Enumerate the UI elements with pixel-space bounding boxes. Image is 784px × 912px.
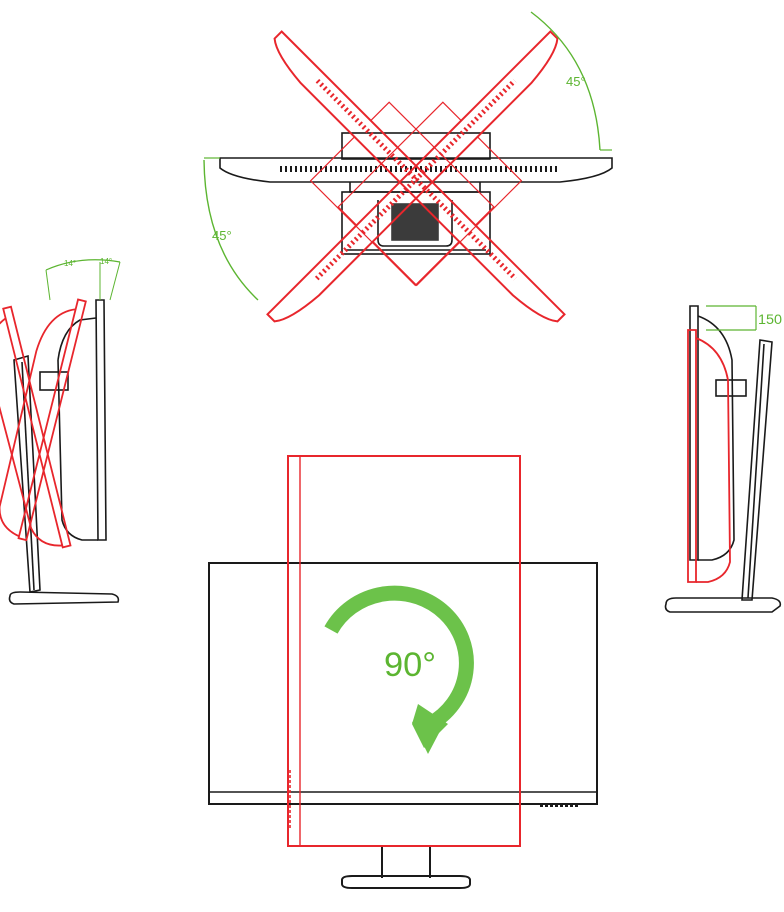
front-view-pivot: 90°	[208, 455, 598, 889]
pivot-view-monitor-landscape	[208, 562, 598, 807]
side-view-height: 150	[664, 305, 782, 613]
pivot-view-stand	[341, 846, 471, 889]
swivel-left-label: 45°	[212, 228, 232, 243]
top-view-monitor-outline	[219, 132, 613, 255]
height-annotation	[706, 305, 757, 331]
height-view-panel-raised	[689, 305, 735, 561]
clockwise-arrow-icon	[324, 585, 474, 754]
height-view-stand	[664, 339, 782, 613]
swivel-left-arc	[203, 159, 259, 301]
top-view-monitor-rotated-ccw	[266, 30, 559, 323]
tilt-forward-label: 14°	[100, 257, 112, 266]
tilt-view-panel-back	[0, 305, 72, 549]
rotation-label: 90°	[384, 646, 436, 684]
swivel-right-label: 45°	[566, 74, 586, 89]
top-view-swivel: 45° 45°	[203, 11, 613, 323]
tilt-annotation	[45, 259, 121, 271]
tilt-view-panel-upright	[57, 299, 107, 541]
swivel-right-arc	[530, 11, 601, 151]
tilt-back-label: 14°	[64, 259, 76, 268]
side-view-tilt: 14° 14°	[0, 257, 121, 605]
tilt-view-panel-forward	[0, 298, 87, 542]
pivot-view-monitor-portrait	[287, 455, 521, 847]
height-label: 150	[758, 311, 782, 327]
height-view-panel-lowered	[687, 329, 731, 583]
